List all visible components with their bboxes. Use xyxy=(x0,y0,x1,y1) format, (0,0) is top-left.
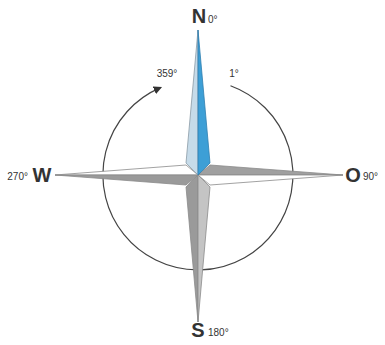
east-arm-dark xyxy=(198,165,343,175)
north-arm-light xyxy=(186,30,198,175)
cardinal-letter: W xyxy=(33,165,52,185)
cardinal-letter: N xyxy=(192,6,206,26)
degree-label: 90° xyxy=(363,172,378,182)
south-arm-dark xyxy=(186,175,198,322)
south-arm-light xyxy=(198,175,210,322)
degree-label: 180° xyxy=(208,328,229,338)
north-arm-blue xyxy=(198,30,210,175)
degree-label: 1° xyxy=(229,69,239,79)
degree-label: 270° xyxy=(7,172,28,182)
cardinal-letter: S xyxy=(191,320,204,340)
west-arm-dark xyxy=(55,175,198,185)
east-arm-light xyxy=(198,175,343,185)
degree-label: 359° xyxy=(157,69,178,79)
degree-label: 0° xyxy=(208,15,218,25)
cardinal-letter: O xyxy=(345,165,361,185)
west-arm-light xyxy=(55,165,198,175)
